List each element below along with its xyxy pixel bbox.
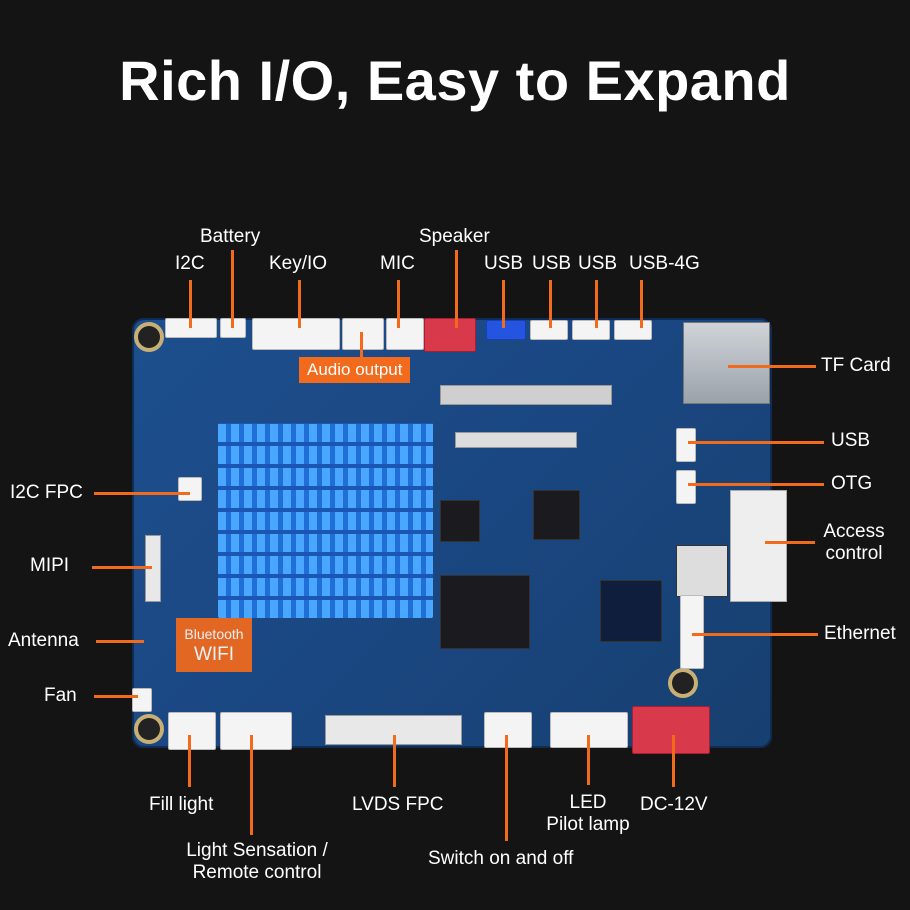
- access-control-connector: [730, 490, 787, 602]
- heatsink: [218, 423, 433, 618]
- fan-connector: [132, 688, 152, 712]
- page-title: Rich I/O, Easy to Expand: [119, 49, 791, 112]
- leader-line: [728, 365, 816, 368]
- tf-card-slot: [683, 322, 770, 404]
- label-usb-4g: USB-4G: [629, 253, 700, 274]
- switch-connector: [484, 712, 532, 748]
- label-fan: Fan: [44, 685, 77, 706]
- leader-line: [640, 280, 643, 328]
- dc-connector: [632, 706, 710, 754]
- fill-light-connector: [168, 712, 216, 750]
- leader-line: [393, 735, 396, 787]
- fpc-connector: [455, 432, 577, 448]
- label-usb-right: USB: [831, 430, 871, 451]
- audio-output-tag: Audio output: [299, 357, 411, 383]
- label-ethernet: Ethernet: [824, 623, 896, 644]
- relay: [676, 545, 728, 597]
- label-i2c-fpc: I2C FPC: [10, 482, 83, 503]
- leader-line: [692, 633, 818, 636]
- label-dc: DC-12V: [640, 794, 708, 815]
- label-key-io: Key/IO: [269, 253, 328, 274]
- label-access-control: Access control: [823, 521, 885, 564]
- leader-line: [549, 280, 552, 328]
- mic-connector: [386, 318, 424, 350]
- leader-line: [455, 250, 458, 328]
- usb-side-connector: [676, 428, 696, 462]
- mount-hole: [672, 672, 694, 694]
- label-led: LED Pilot lamp: [546, 792, 630, 835]
- leader-line: [298, 280, 301, 328]
- ethernet-connector: [680, 595, 704, 669]
- light-sensation-connector: [220, 712, 292, 750]
- leader-line: [765, 541, 815, 544]
- usb-cam-connector: [486, 320, 526, 340]
- label-otg: OTG: [831, 473, 873, 494]
- label-light-sensation: Light Sensation / Remote control: [186, 840, 328, 883]
- label-usb-1: USB: [484, 253, 524, 274]
- leader-line: [96, 640, 144, 643]
- leader-line: [250, 735, 253, 835]
- mount-hole: [138, 718, 160, 740]
- leader-line: [595, 280, 598, 328]
- leader-line: [672, 735, 675, 787]
- leader-line: [94, 695, 138, 698]
- leader-line: [505, 735, 508, 841]
- memory-chip: [440, 575, 530, 649]
- leader-line: [502, 280, 505, 328]
- leader-line: [688, 441, 824, 444]
- bluetooth-label: Bluetooth: [184, 626, 244, 642]
- label-lvds-fpc: LVDS FPC: [352, 794, 444, 815]
- label-usb-2: USB: [532, 253, 572, 274]
- audio-connector: [342, 318, 384, 350]
- leader-line: [688, 483, 824, 486]
- i2c-fpc-connector: [178, 477, 202, 501]
- label-switch: Switch on and off: [428, 848, 574, 869]
- leader-line: [360, 332, 363, 358]
- leader-line: [231, 250, 234, 328]
- speaker-connector: [424, 318, 476, 352]
- bluetooth-wifi-module: Bluetooth WIFI: [176, 618, 252, 672]
- otg-connector: [676, 470, 696, 504]
- label-battery: Battery: [200, 226, 261, 247]
- label-fill-light: Fill light: [149, 794, 214, 815]
- label-i2c: I2C: [175, 253, 205, 274]
- mpcie-slot: [440, 385, 612, 405]
- label-mipi: MIPI: [30, 555, 70, 576]
- usb-4g-connector: [614, 320, 652, 340]
- label-antenna: Antenna: [8, 630, 79, 651]
- label-usb-3: USB: [578, 253, 618, 274]
- ic-chip: [440, 500, 480, 542]
- leader-line: [587, 735, 590, 785]
- mount-hole: [138, 326, 160, 348]
- label-speaker: Speaker: [419, 226, 490, 247]
- label-tf-card: TF Card: [821, 355, 891, 376]
- usb-connector: [572, 320, 610, 340]
- ic-chip: [533, 490, 580, 540]
- ethernet-magnetics: [600, 580, 662, 642]
- wifi-label: WIFI: [193, 644, 235, 665]
- key-io-connector: [252, 318, 340, 350]
- label-mic: MIC: [380, 253, 415, 274]
- leader-line: [188, 735, 191, 787]
- leader-line: [397, 280, 400, 328]
- leader-line: [92, 566, 152, 569]
- leader-line: [189, 280, 192, 328]
- leader-line: [94, 492, 190, 495]
